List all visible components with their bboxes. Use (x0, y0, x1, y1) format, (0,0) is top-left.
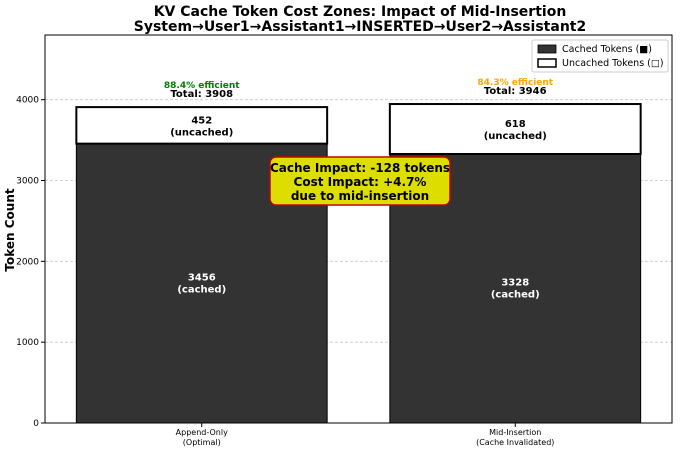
efficiency-label: 84.3% efficient (477, 78, 553, 88)
bar-uncached (75, 106, 329, 145)
uncached-value-label: 618 (505, 119, 526, 130)
annotation-line: due to mid-insertion (291, 189, 429, 203)
cached-tag-label: (cached) (491, 289, 540, 300)
bar-uncached (388, 103, 642, 155)
legend-label-cached: Cached Tokens (■) (562, 44, 652, 55)
total-label: Total: 3946 (484, 86, 547, 97)
x-tick-label: Append-Only (176, 428, 228, 437)
chart-title-line1: KV Cache Token Cost Zones: Impact of Mid… (154, 4, 567, 20)
legend-swatch-cached (537, 44, 557, 54)
y-tick-label: 4000 (16, 96, 39, 106)
axes-frame (44, 34, 673, 424)
x-tick-label: (Optimal) (183, 438, 221, 447)
legend-swatch-uncached (537, 58, 557, 68)
legend-box (531, 39, 669, 73)
annotation-box (269, 156, 451, 206)
y-tick-label: 0 (33, 419, 39, 429)
total-label: Total: 3908 (170, 89, 233, 100)
uncached-value-label: 452 (191, 115, 212, 126)
chart-title-line2: System→User1→Assistant1→INSERTED→User2→A… (134, 19, 586, 35)
y-tick-label: 3000 (16, 177, 39, 187)
y-tick-label: 2000 (16, 257, 39, 267)
plot-area: 3456(cached)452(uncached)Total: 390888.4… (16, 34, 673, 447)
x-tick-label: Mid-Insertion (489, 428, 541, 437)
cached-value-label: 3456 (188, 272, 216, 283)
cached-tag-label: (cached) (177, 284, 226, 295)
efficiency-label: 88.4% efficient (164, 81, 240, 91)
y-axis-label: Token Count (3, 188, 17, 271)
x-tick-label: (Cache Invalidated) (476, 438, 554, 447)
uncached-tag-label: (uncached) (170, 127, 233, 138)
annotation-line: Cache Impact: -128 tokens (270, 161, 450, 175)
annotation-line: Cost Impact: +4.7% (294, 175, 427, 189)
uncached-tag-label: (uncached) (484, 131, 547, 142)
legend-label-uncached: Uncached Tokens (□) (562, 58, 664, 69)
y-tick-label: 1000 (16, 338, 39, 348)
cached-value-label: 3328 (501, 277, 529, 288)
